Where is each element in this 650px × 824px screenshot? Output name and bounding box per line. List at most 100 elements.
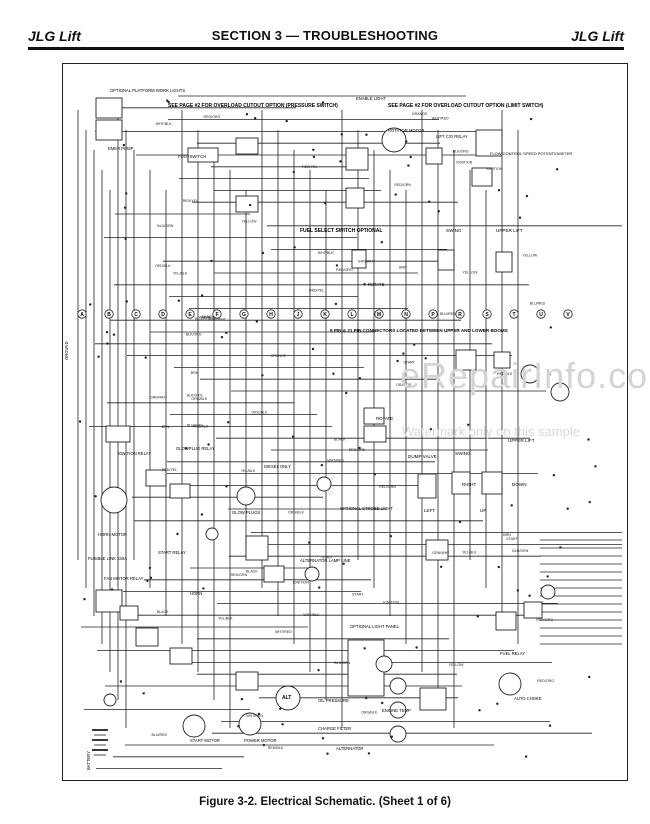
wire-label: BLACK (246, 569, 258, 573)
label-glow-plugs: GLOW PLUGS (232, 510, 260, 515)
contact-dot (358, 377, 362, 380)
label-upper-lift-top: UPPER LIFT (496, 228, 523, 233)
schematic-frame (62, 63, 628, 781)
motor-symbol (540, 584, 556, 600)
contact-dot (123, 206, 127, 209)
contact-dot (176, 532, 179, 536)
contact-dot (255, 320, 258, 323)
contact-dot (528, 594, 531, 597)
contact-dot (389, 535, 392, 538)
wire-label: RED/YEL (162, 468, 177, 472)
contact-dot (467, 423, 470, 426)
contact-dot (555, 168, 559, 171)
contact-dot (125, 300, 128, 303)
motor-symbol (304, 566, 320, 582)
contact-dot (358, 446, 361, 450)
watermark-note: Watermark only on this sample (402, 424, 580, 439)
contact-dot (254, 117, 257, 120)
svg-text:D: D (161, 312, 165, 318)
terminal-d: D (158, 309, 168, 319)
wire-label: BLK/ORG (187, 393, 203, 397)
contact-dot (225, 485, 228, 488)
wire-label: RED/YEL (309, 289, 324, 293)
contact-dot (220, 336, 224, 339)
terminal-f: F (212, 309, 222, 319)
relay-box (351, 249, 367, 269)
label-alternator: ALTERNATOR (336, 746, 363, 751)
contact-dot (146, 579, 149, 582)
wire-label: RED/ORG (204, 115, 221, 119)
contact-dot (548, 724, 552, 727)
contact-dot (94, 495, 97, 498)
relay-box (263, 565, 285, 583)
contact-dot (227, 421, 230, 424)
relay-box (169, 483, 191, 499)
contact-dot (105, 331, 109, 334)
svg-text:T: T (512, 312, 515, 318)
motor-symbol (238, 712, 262, 736)
motor-symbol (381, 127, 407, 153)
motor-symbol (103, 693, 117, 707)
contact-dot (279, 707, 282, 710)
label-fuel-relay: FUEL RELAY (500, 651, 525, 656)
terminal-p: P (428, 309, 438, 319)
motor-symbol (389, 725, 407, 743)
wire-label: ORANGE (396, 383, 412, 387)
label-enable-light: ENABLE LIGHT (356, 96, 386, 101)
wire-label: RED/YEL (302, 165, 317, 169)
contact-dot (409, 155, 412, 159)
figure-caption: Figure 3-2. Electrical Schematic. (Sheet… (199, 796, 451, 808)
wire-label: IGNITION (456, 161, 472, 165)
relay-box (245, 535, 269, 561)
relay-box (169, 647, 193, 665)
contact-dot (476, 615, 479, 618)
relay-box (345, 147, 369, 171)
terminal-v: V (563, 309, 573, 319)
relay-box (135, 627, 159, 647)
contact-dot (373, 473, 377, 476)
wire-label: YEL/BLK (241, 469, 256, 473)
contact-dot (83, 598, 86, 601)
relay-box (345, 187, 365, 209)
wire-label: GRN/WHT (150, 395, 168, 399)
label-start-motor: START MOTOR (190, 738, 220, 743)
label-power-motor: POWER MOTOR (244, 738, 277, 743)
wire-label: WHT/RED (246, 714, 263, 718)
svg-text:E: E (188, 312, 192, 318)
terminal-m: M (374, 309, 384, 319)
contact-dot (413, 343, 416, 346)
label-rotate-top: ROTATE (368, 282, 385, 287)
contact-dot (552, 474, 556, 477)
relay-box (425, 147, 443, 165)
wire-label: IGNITION (486, 167, 502, 171)
contact-dot (106, 342, 109, 345)
motor-symbol (375, 655, 393, 673)
motor-symbol (520, 364, 540, 384)
contact-dot (202, 587, 205, 590)
contact-dot (342, 562, 345, 565)
svg-text:N: N (404, 312, 408, 318)
contact-dot (334, 302, 338, 306)
relay-box (417, 473, 437, 499)
svg-text:C: C (134, 312, 138, 318)
wire-label: ORG/BLK (251, 410, 268, 414)
terminal-e: E (185, 309, 195, 319)
contact-dot (200, 294, 204, 297)
contact-dot (367, 752, 371, 755)
relay-box (363, 425, 387, 443)
wire-label: WHT/BLK (199, 315, 216, 319)
contact-dot (125, 192, 128, 195)
components: RED/BLKWHT/BLKYEL/BLKRED/GRNORG/BLKBLK/O… (78, 97, 597, 758)
contact-dot (394, 193, 397, 196)
wire-label: ORG/BLK (288, 511, 305, 515)
terminal-g: G (239, 309, 249, 319)
wire-label: YELLOW (449, 663, 465, 667)
contact-dot (405, 140, 408, 143)
contact-dot (594, 465, 597, 468)
relay-box (481, 471, 503, 495)
motor-symbol (316, 476, 332, 492)
contact-dot (402, 352, 405, 355)
wire-label: ORANGE (271, 354, 287, 358)
label-footswitch: FOOTSWITCH (178, 154, 206, 159)
contact-dot (525, 194, 529, 198)
